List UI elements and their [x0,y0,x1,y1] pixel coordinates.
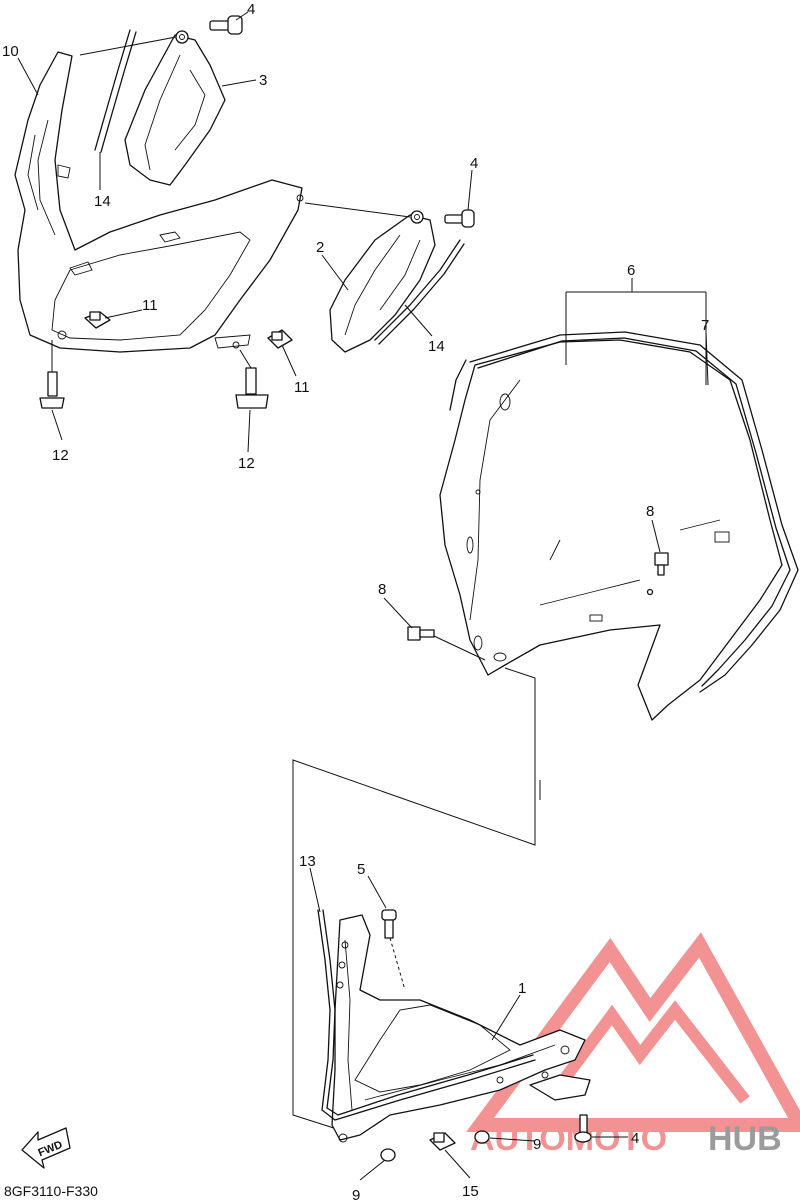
callout-1: 1 [518,980,526,997]
part-14-trim-strip-upper [94,29,137,153]
part-6-windshield [439,339,783,721]
callout-13: 13 [299,853,316,870]
part-13-rod [317,909,536,1121]
callout-3: 3 [259,72,267,89]
callout-14-mid: 14 [428,338,445,355]
callout-8-left: 8 [378,581,386,598]
callout-4-top: 4 [247,1,255,18]
reference-code: 8GF3110-F330 [4,1183,98,1199]
callout-5: 5 [357,861,365,878]
callout-9-bottom: 9 [352,1187,360,1204]
callout-4-bottom: 4 [631,1130,639,1147]
callout-10: 10 [2,43,19,60]
part-3-inner-panel [124,30,226,186]
part-10-lower-cowling [14,51,304,353]
callout-11-right: 11 [294,379,310,396]
part-1-cowling-stay [331,914,591,1143]
watermark-logo: AUTOMOTO HUB [466,932,800,1158]
part-2-side-panel [304,202,436,353]
callout-12-right: 12 [238,455,255,472]
callout-15: 15 [462,1183,479,1200]
callout-8-right: 8 [646,503,654,520]
fwd-arrow: FWD [21,1127,71,1169]
part-7-windshield-trim [449,331,799,693]
part-12-screws [39,340,269,409]
part-11-clip-nuts [84,311,293,349]
part-4-bolt-mid [444,209,475,228]
callout-11-left: 11 [142,297,158,314]
small-hardware [380,1114,592,1162]
part-8-windshield-screws [407,552,669,641]
assembly-reference-lines [292,635,541,1131]
part-4-bolt-top [79,15,243,56]
part-5-bolt [381,909,406,991]
callout-leaders [17,11,709,1181]
callout-6: 6 [627,262,635,279]
callout-numbers: 10 4 3 14 4 2 14 11 11 12 12 6 7 8 8 13 … [2,1,709,1204]
watermark-text-gray: HUB [708,1120,782,1158]
callout-2: 2 [316,239,324,256]
callout-7: 7 [701,317,709,334]
part-14-trim-strip-mid [374,239,465,345]
callout-4-mid: 4 [470,155,478,172]
callout-9-right: 9 [533,1136,541,1153]
callout-12-left: 12 [52,447,69,464]
callout-14-upper: 14 [94,193,111,210]
